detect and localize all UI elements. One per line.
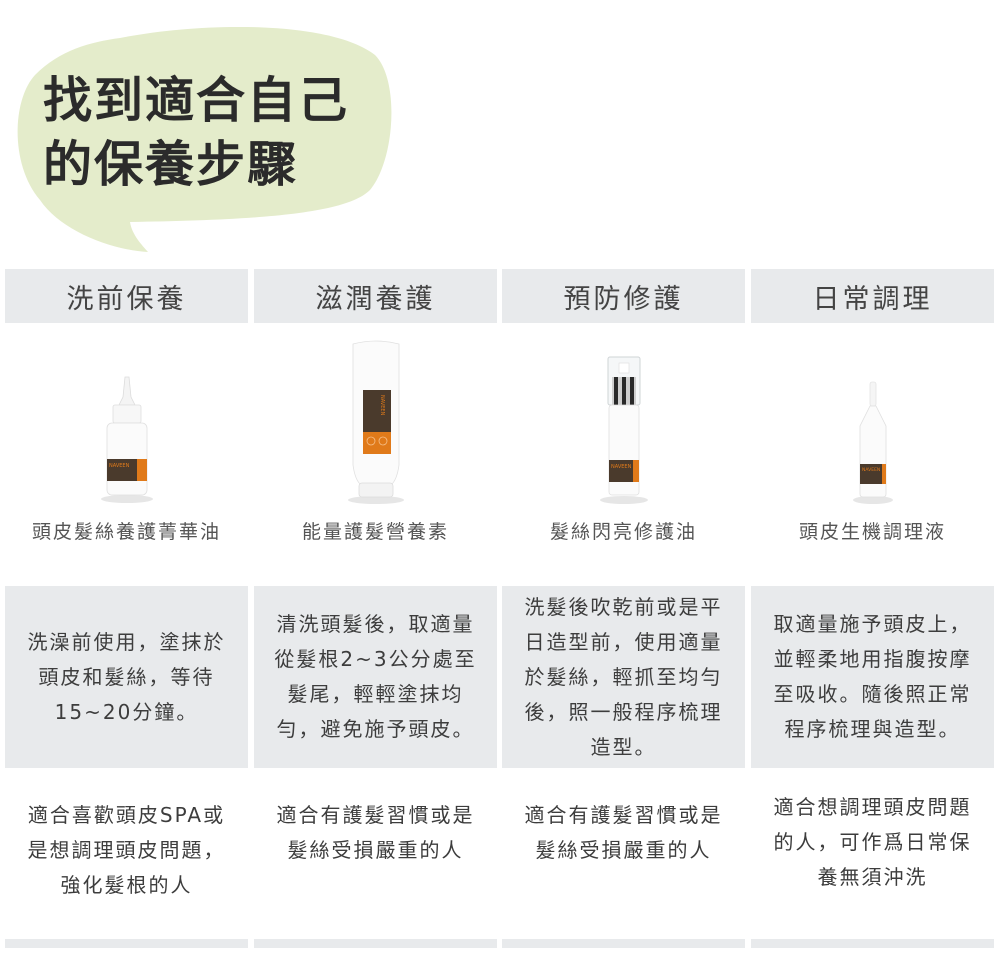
column-footer-bar [502, 939, 745, 948]
title-line-1: 找到適合自己 [43, 71, 350, 129]
usage-instructions: 洗髮後吹乾前或是平日造型前，使用適量於髮絲，輕抓至均勻後，照一般程序梳理造型。 [502, 586, 745, 768]
suitable-for: 適合有護髮習慣或是髮絲受損嚴重的人 [276, 803, 475, 862]
suitable-for: 適合想調理頭皮問題的人，可作爲日常保養無須沖洗 [773, 795, 972, 889]
svg-text:NAVEEN: NAVEEN [611, 464, 632, 470]
product-image: NAVEEN [502, 330, 745, 505]
column-header: 日常調理 [751, 269, 994, 323]
product-name: 能量護髮營養素 [301, 521, 449, 543]
product-name: 頭皮生機調理液 [798, 521, 946, 543]
ampoule-bottle-icon: NAVEEN [852, 381, 893, 504]
suitable-for: 適合有護髮習慣或是髮絲受損嚴重的人 [524, 803, 723, 862]
usage-instructions: 取適量施予頭皮上，並輕柔地用指腹按摩至吸收。隨後照正常程序梳理與造型。 [751, 586, 994, 768]
speech-bubble-shape [17, 26, 392, 252]
usage-instructions: 洗澡前使用，塗抹於頭皮和髮絲，等待15~20分鐘。 [5, 586, 248, 768]
suitable-for: 適合喜歡頭皮SPA或是想調理頭皮問題，強化髮根的人 [27, 803, 226, 897]
product-name: 頭皮髮絲養護菁華油 [31, 521, 221, 543]
page-title: 找到適合自己 的保養步驟 [43, 68, 349, 196]
column-header: 洗前保養 [5, 269, 248, 323]
product-image: NAVEEN [751, 330, 994, 505]
title-speech-bubble: 找到適合自己 的保養步驟 [0, 0, 420, 260]
svg-text:NAVEEN: NAVEEN [379, 395, 385, 416]
usage-instructions: 清洗頭髮後，取適量從髮根2~3公分處至髮尾，輕輕塗抹均勻，避免施予頭皮。 [254, 586, 497, 768]
column-header: 預防修護 [502, 269, 745, 323]
title-line-2: 的保養步驟 [43, 135, 299, 193]
column-header: 滋潤養護 [254, 269, 497, 323]
product-image: NAVEEN [5, 330, 248, 505]
column-footer-bar [5, 939, 248, 948]
tube-bottle-icon: NAVEEN [347, 340, 404, 504]
pump-bottle-icon: NAVEEN [599, 356, 648, 504]
svg-text:NAVEEN: NAVEEN [862, 467, 880, 473]
column-footer-bar [751, 939, 994, 948]
product-image: NAVEEN [254, 330, 497, 505]
column-footer-bar [254, 939, 497, 948]
svg-text:NAVEEN: NAVEEN [109, 463, 130, 469]
product-name: 髮絲閃亮修護油 [549, 521, 697, 543]
dropper-bottle-icon: NAVEEN [100, 376, 153, 503]
